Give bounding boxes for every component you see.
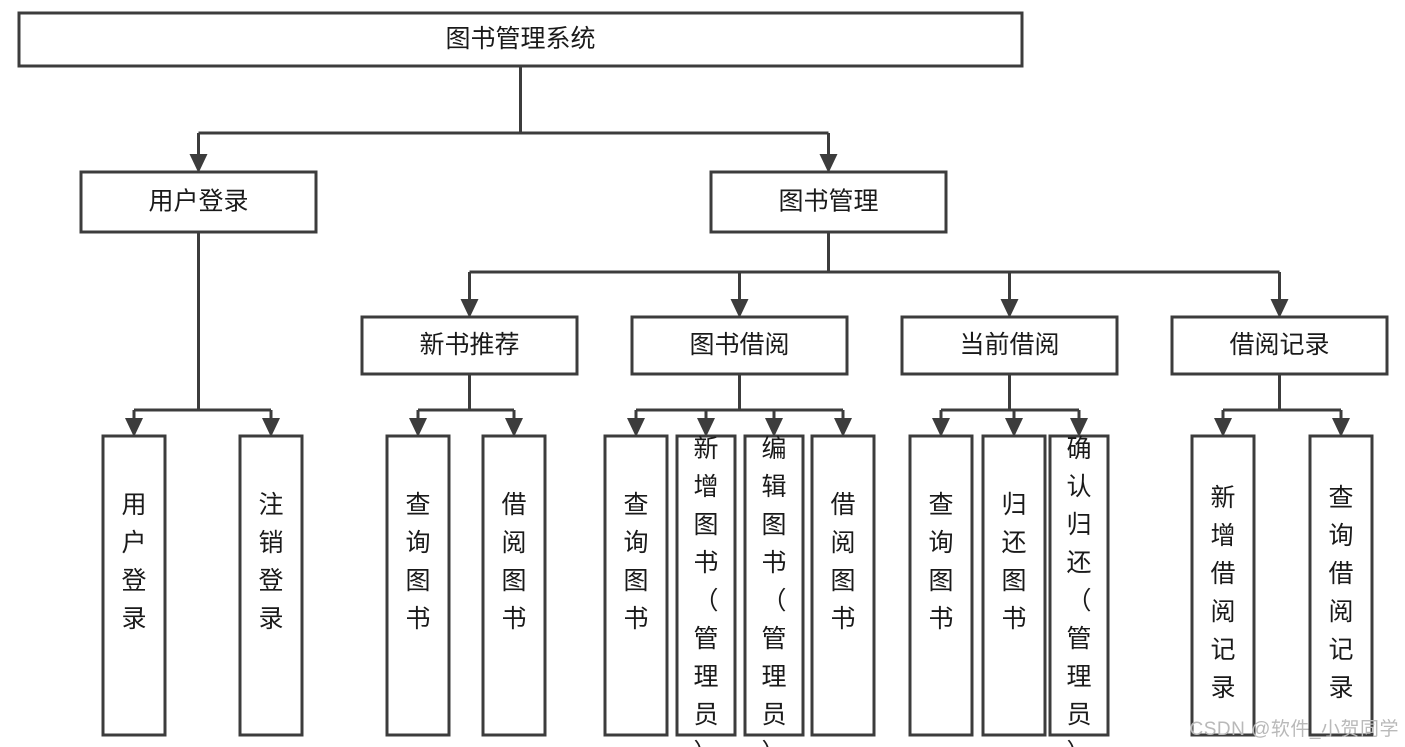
node-leaf-query-book-rec[interactable]: 查询图书 (385, 434, 451, 737)
arrow-head-icon (409, 418, 427, 437)
node-box (900, 315, 1119, 376)
node-current-borrow[interactable]: 当前借阅 (900, 315, 1119, 376)
arrow-head-icon (1270, 299, 1289, 318)
node-box (603, 434, 669, 737)
node-label: 借阅图书 (501, 491, 526, 633)
node-new-book-rec[interactable]: 新书推荐 (360, 315, 579, 376)
arrow-head-icon (932, 418, 950, 437)
node-book-manage[interactable]: 图书管理 (709, 170, 948, 234)
node-label: 查询借阅记录 (1328, 484, 1353, 702)
node-label: 确认归还（管理员） (1066, 435, 1091, 747)
node-label: 用户登录 (148, 188, 248, 216)
node-box (810, 434, 876, 737)
node-box (17, 11, 1024, 68)
node-box (630, 315, 849, 376)
edge-layer (125, 66, 1350, 437)
node-box (1048, 434, 1110, 737)
node-label: 归还图书 (1001, 491, 1026, 633)
node-box (743, 434, 805, 737)
node-leaf-query-book-bw[interactable]: 查询图书 (603, 434, 669, 737)
node-box (101, 434, 167, 737)
node-leaf-query-record[interactable]: 查询借阅记录 (1308, 434, 1374, 737)
arrow-head-icon (730, 299, 749, 318)
node-box (908, 434, 974, 737)
arrow-head-icon (1000, 299, 1019, 318)
node-box (709, 170, 948, 234)
node-label: 查询图书 (928, 491, 953, 633)
node-label: 用户登录 (121, 491, 146, 633)
arrow-head-icon (1332, 418, 1350, 437)
node-label: 查询图书 (623, 491, 648, 633)
node-borrow-record[interactable]: 借阅记录 (1170, 315, 1389, 376)
node-label: 新增借阅记录 (1210, 484, 1235, 702)
arrow-head-icon (697, 418, 715, 437)
arrow-head-icon (1214, 418, 1232, 437)
arrow-head-icon (627, 418, 645, 437)
node-leaf-edit-book[interactable]: 编辑图书（管理员） (743, 434, 805, 747)
node-label: 图书借阅 (689, 331, 789, 359)
node-box (79, 170, 318, 234)
node-label: 当前借阅 (959, 331, 1059, 359)
arrow-head-icon (262, 418, 280, 437)
node-leaf-add-record[interactable]: 新增借阅记录 (1190, 434, 1256, 737)
node-label: 新增图书（管理员） (693, 435, 718, 747)
node-label: 新书推荐 (419, 331, 519, 359)
arrow-head-icon (1005, 418, 1023, 437)
node-box (675, 434, 737, 737)
node-label: 注销登录 (258, 491, 283, 633)
node-label: 图书管理 (778, 188, 878, 216)
arrow-head-icon (1070, 418, 1088, 437)
arrow-head-icon (819, 154, 838, 173)
arrow-head-icon (834, 418, 852, 437)
node-leaf-return-book[interactable]: 归还图书 (981, 434, 1047, 737)
arrow-head-icon (765, 418, 783, 437)
node-label: 图书管理系统 (445, 25, 595, 53)
node-root[interactable]: 图书管理系统 (17, 11, 1024, 68)
arrow-head-icon (505, 418, 523, 437)
node-leaf-confirm-return[interactable]: 确认归还（管理员） (1048, 434, 1110, 747)
node-leaf-user-logout[interactable]: 注销登录 (238, 434, 304, 737)
node-box (481, 434, 547, 737)
arrow-head-icon (189, 154, 208, 173)
node-box (1190, 434, 1256, 737)
node-label: 编辑图书（管理员） (761, 435, 786, 747)
node-leaf-borrow-book-rec[interactable]: 借阅图书 (481, 434, 547, 737)
node-book-borrow[interactable]: 图书借阅 (630, 315, 849, 376)
node-box (981, 434, 1047, 737)
node-layer: 图书管理系统用户登录图书管理新书推荐图书借阅当前借阅借阅记录用户登录注销登录查询… (17, 11, 1389, 747)
node-box (1308, 434, 1374, 737)
node-leaf-query-book-cb[interactable]: 查询图书 (908, 434, 974, 737)
node-leaf-borrow-book-bw[interactable]: 借阅图书 (810, 434, 876, 737)
arrow-head-icon (125, 418, 143, 437)
node-box (238, 434, 304, 737)
node-leaf-add-book[interactable]: 新增图书（管理员） (675, 434, 737, 747)
node-label: 借阅记录 (1229, 331, 1329, 359)
node-leaf-user-login[interactable]: 用户登录 (101, 434, 167, 737)
node-box (385, 434, 451, 737)
node-box (1170, 315, 1389, 376)
node-label: 查询图书 (405, 491, 430, 633)
watermark-label: CSDN @软件_小贺同学 (1189, 719, 1399, 740)
node-box (360, 315, 579, 376)
node-user-login[interactable]: 用户登录 (79, 170, 318, 234)
node-label: 借阅图书 (830, 491, 855, 633)
arrow-head-icon (460, 299, 479, 318)
